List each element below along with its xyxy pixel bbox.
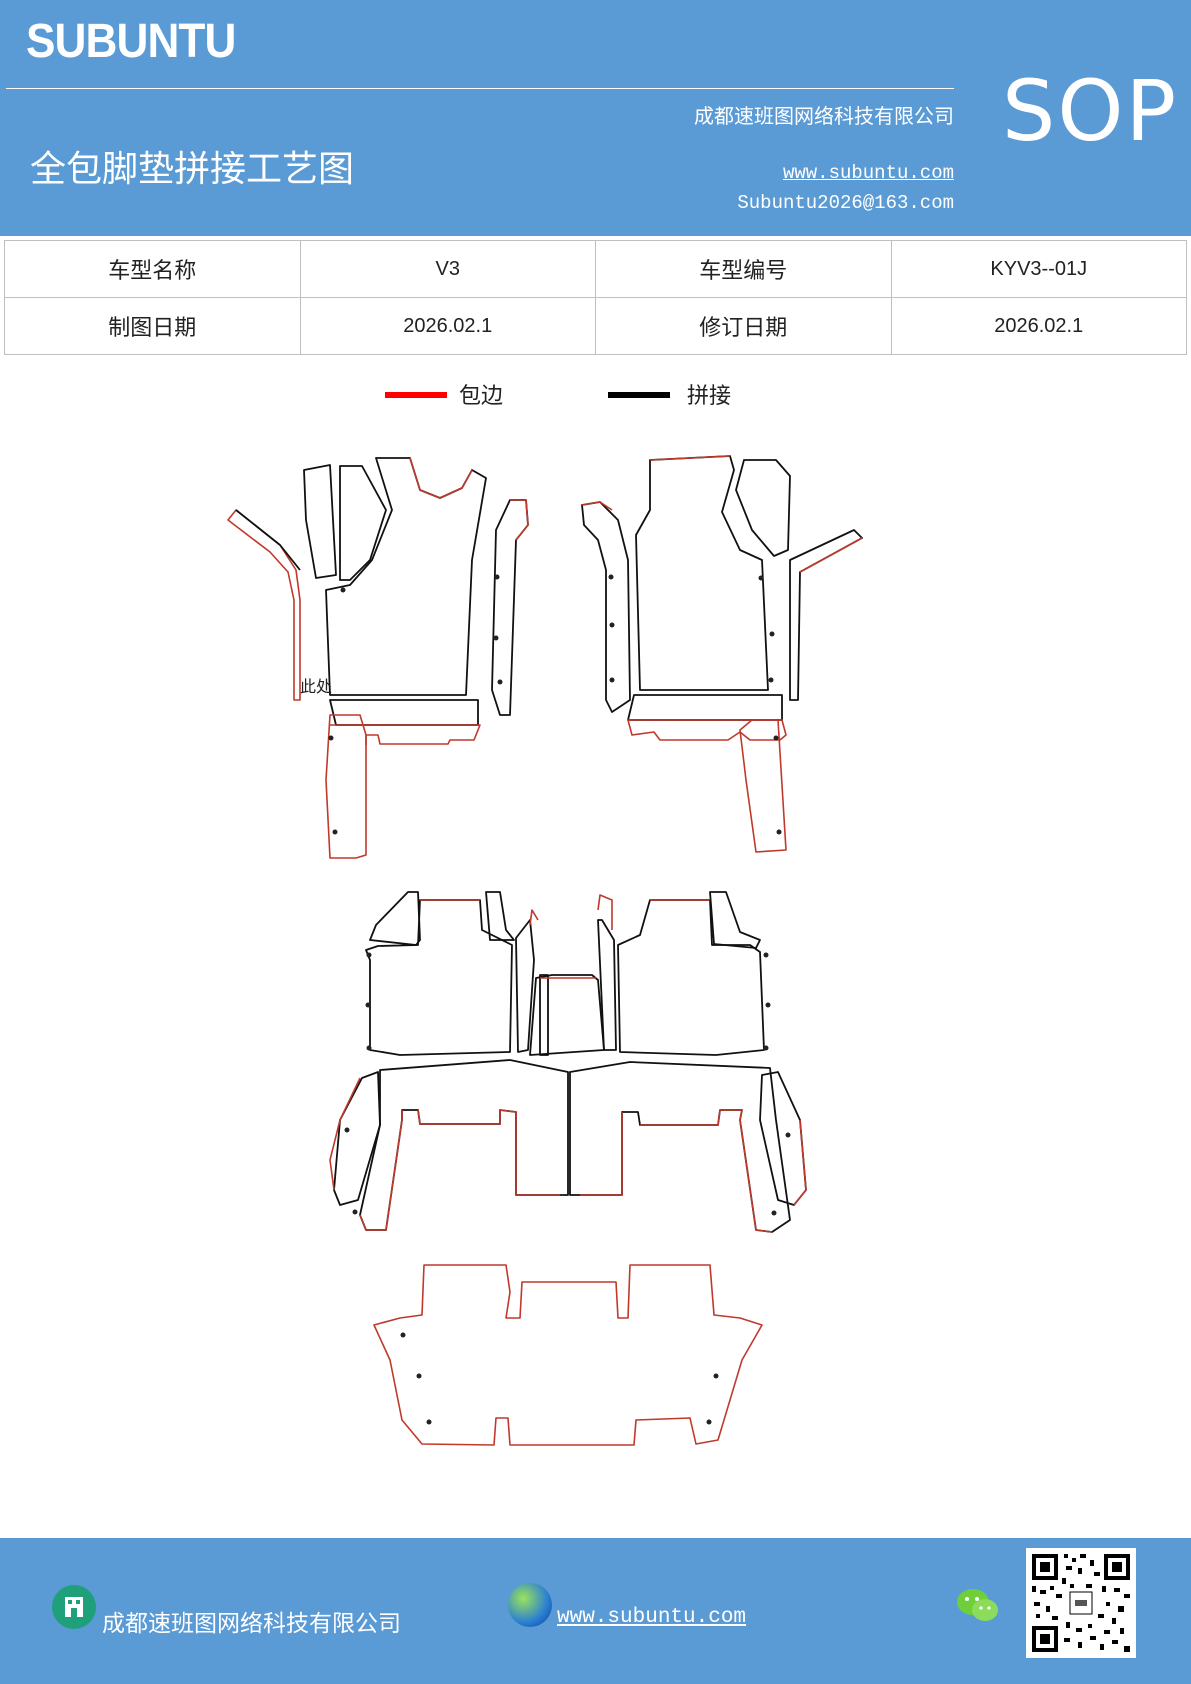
legend-seam: 拼接 xyxy=(608,384,748,418)
info-table: 车型名称 V3 车型编号 KYV3--01J 制图日期 2026.02.1 修订… xyxy=(4,240,1187,355)
revision-date-value: 2026.02.1 xyxy=(890,297,1187,355)
page-header: SUBUNTU 成都速班图网络科技有限公司 全包脚垫拼接工艺图 www.subu… xyxy=(0,0,1191,236)
table-row: 车型名称 V3 车型编号 KYV3--01J xyxy=(4,240,1187,298)
footer-company: 成都速班图网络科技有限公司 xyxy=(102,1611,401,1637)
legend-seam-label: 拼接 xyxy=(687,384,732,409)
header-email[interactable]: Subuntu2026@163.com xyxy=(737,192,954,214)
model-name-label: 车型名称 xyxy=(4,240,301,298)
seam-swatch xyxy=(608,392,670,398)
model-code-value: KYV3--01J xyxy=(890,240,1187,298)
footer-website-link[interactable]: www.subuntu.com xyxy=(557,1606,747,1629)
legend-edge: 包边 xyxy=(385,384,525,418)
middle-row-mat xyxy=(329,891,807,1233)
table-row: 制图日期 2026.02.1 修订日期 2026.02.1 xyxy=(4,297,1187,355)
wechat-icon[interactable] xyxy=(955,1586,1001,1626)
page-footer: 成都速班图网络科技有限公司 www.subuntu.com xyxy=(0,1538,1191,1684)
model-code-label: 车型编号 xyxy=(595,240,892,298)
header-divider xyxy=(6,88,954,89)
floor-mat-drawing: 此处 xyxy=(227,455,863,1446)
front-left-mat: 此处 xyxy=(227,457,529,859)
annotation-text: 此处 xyxy=(300,677,332,696)
qr-code xyxy=(1026,1548,1136,1658)
edge-swatch xyxy=(385,392,447,398)
drawing-date-value: 2026.02.1 xyxy=(299,297,596,355)
header-company: 成都速班图网络科技有限公司 xyxy=(694,104,954,128)
rear-row-mat xyxy=(373,1264,763,1446)
revision-date-label: 修订日期 xyxy=(595,297,892,355)
header-website-link[interactable]: www.subuntu.com xyxy=(782,162,954,184)
globe-icon xyxy=(508,1583,552,1627)
sop-badge: SOP xyxy=(1002,62,1179,160)
document-title: 全包脚垫拼接工艺图 xyxy=(30,149,355,190)
legend-edge-label: 包边 xyxy=(459,384,504,409)
front-right-mat xyxy=(581,455,863,853)
building-icon xyxy=(52,1585,96,1629)
drawing-date-label: 制图日期 xyxy=(4,297,301,355)
model-name-value: V3 xyxy=(299,240,596,298)
brand-logo: SUBUNTU xyxy=(26,15,236,68)
